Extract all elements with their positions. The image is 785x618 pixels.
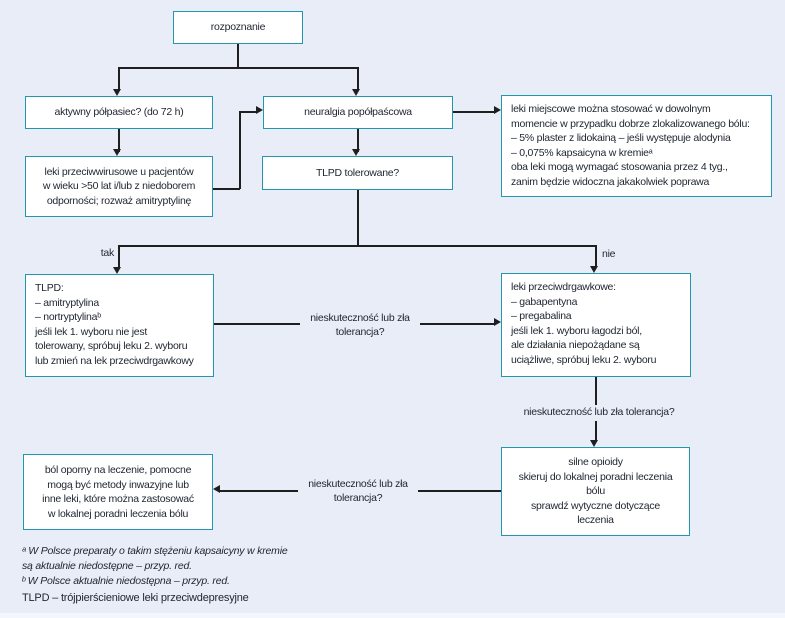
connector-to-antivirals — [118, 129, 120, 152]
edge-label-no: nie — [602, 248, 616, 260]
connector-to-neuralgia — [357, 67, 359, 91]
arrowhead-right-icon — [256, 106, 263, 114]
figure-bottom-edge — [0, 613, 785, 618]
arrowhead-down-icon — [352, 149, 360, 156]
arrowhead-down-icon — [113, 149, 121, 156]
connector-diagnosis-stem — [237, 44, 239, 67]
edge-label-yes: tak — [100, 247, 115, 259]
arrowhead-left-icon — [213, 485, 220, 493]
edge-label-failure-bottom: nieskuteczność lub zła tolerancja? — [298, 477, 418, 506]
node-postherpetic-neuralgia: neuralgia popółpaścowa — [263, 96, 453, 129]
connector-to-tlpd-tolerated — [357, 129, 359, 152]
arrowhead-right-icon — [494, 106, 501, 114]
arrowhead-down-icon — [590, 440, 598, 447]
connector-yes-no-split — [118, 245, 596, 247]
node-topical-treatments: leki miejscowe można stosować w dowolnym… — [501, 95, 772, 197]
connector-yes-branch — [118, 245, 120, 267]
footnote-b: ᵇ W Polsce aktualnie niedostępna – przyp… — [22, 575, 230, 587]
arrowhead-down-icon — [590, 266, 598, 273]
node-strong-opioids: silne opioidy skieruj do lokalnej poradn… — [501, 447, 690, 536]
node-refractory-pain: ból oporny na leczenie, pomocne mogą być… — [23, 454, 213, 530]
connector-tlpd-question-stem — [357, 190, 359, 246]
connector-neuralgia-to-topical — [453, 111, 494, 113]
arrowhead-down-icon — [352, 89, 360, 96]
connector-antivirals-up — [239, 111, 241, 189]
connector-antivirals-out — [213, 188, 240, 190]
node-anticonvulsants: leki przeciwdrgawkowe: – gabapentyna – p… — [501, 273, 691, 377]
abbreviation-tlpd: TLPD – trójpierścieniowe leki przeciwdep… — [22, 592, 249, 604]
arrowhead-down-icon — [113, 267, 121, 274]
node-active-zoster: aktywny półpasiec? (do 72 h) — [25, 96, 213, 129]
node-tlpd-tolerated: TLPD tolerowane? — [262, 156, 453, 190]
arrowhead-right-icon — [494, 318, 501, 326]
connector-top-split — [118, 67, 358, 69]
edge-label-failure-mid: nieskuteczność lub zła tolerancja? — [300, 311, 420, 340]
arrowhead-down-icon — [113, 89, 121, 96]
connector-to-active-zoster — [118, 67, 120, 91]
connector-antivirals-into-neuralgia — [239, 111, 256, 113]
edge-label-failure-right: nieskuteczność lub zła tolerancja? — [515, 405, 683, 421]
connector-no-branch — [595, 245, 597, 266]
node-diagnosis: rozpoznanie — [173, 11, 303, 44]
node-antivirals: leki przeciwwirusowe u pacjentów w wieku… — [25, 156, 213, 217]
node-tlpd-drugs: TLPD: – amitryptylina – nortryptylinaᵇ j… — [25, 274, 214, 377]
footnote-a: ᵃ W Polsce preparaty o takim stężeniu ka… — [22, 545, 288, 572]
